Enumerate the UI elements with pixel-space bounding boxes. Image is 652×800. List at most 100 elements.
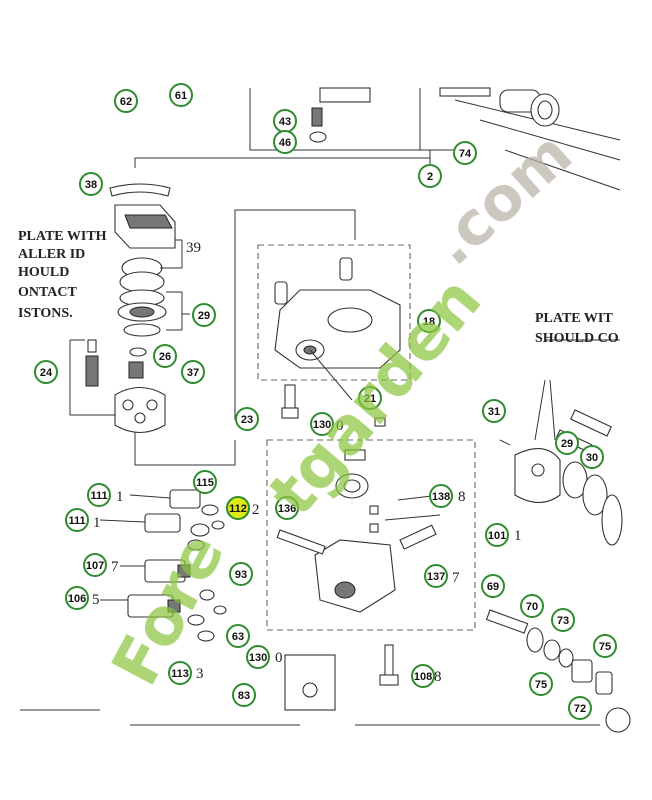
svg-text:62: 62 xyxy=(120,96,132,108)
callout-111-lower[interactable]: 111 xyxy=(65,508,89,532)
callout-75[interactable]: 75 xyxy=(529,672,553,696)
svg-text:18: 18 xyxy=(423,316,435,328)
svg-text:30: 30 xyxy=(586,452,598,464)
top-fragment-parts xyxy=(309,87,560,143)
svg-text:26: 26 xyxy=(159,351,171,363)
plain-label: 0 xyxy=(336,418,344,434)
callout-138[interactable]: 138 xyxy=(429,484,453,508)
svg-text:130: 130 xyxy=(313,419,331,431)
svg-text:43: 43 xyxy=(279,116,291,128)
callout-43[interactable]: 43 xyxy=(273,109,297,133)
svg-text:2: 2 xyxy=(427,171,433,183)
svg-text:69: 69 xyxy=(487,581,499,593)
svg-text:136: 136 xyxy=(278,503,296,515)
left-note-line-1: PLATE WITH xyxy=(18,229,107,244)
cylinder-head-group-box xyxy=(257,244,411,381)
callout-107[interactable]: 107 xyxy=(83,553,107,577)
svg-text:112: 112 xyxy=(229,503,247,515)
plain-label: 5 xyxy=(92,592,100,608)
callout-108[interactable]: 108 xyxy=(411,664,435,688)
svg-text:23: 23 xyxy=(241,414,253,426)
left-valve-parts xyxy=(99,489,227,642)
callout-61[interactable]: 61 xyxy=(169,83,193,107)
callout-18[interactable]: 18 xyxy=(417,309,441,333)
left-piston-assembly xyxy=(69,183,190,434)
valve-housing-group-box xyxy=(266,439,476,631)
plain-label: 2 xyxy=(252,502,260,518)
callout-75-right[interactable]: 75 xyxy=(593,634,617,658)
callouts: 62 61 43 46 74 2 38 29 26 24 37 18 21 23… xyxy=(34,83,617,720)
svg-text:138: 138 xyxy=(432,491,450,503)
callout-111[interactable]: 111 xyxy=(87,483,111,507)
callout-26[interactable]: 26 xyxy=(153,344,177,368)
center-small-parts xyxy=(276,384,441,711)
callout-29-right[interactable]: 29 xyxy=(555,431,579,455)
left-note-line-4: ONTACT xyxy=(18,285,78,300)
svg-text:75: 75 xyxy=(535,679,547,691)
callout-93[interactable]: 93 xyxy=(229,562,253,586)
callout-29[interactable]: 29 xyxy=(192,303,216,327)
svg-text:108: 108 xyxy=(414,671,432,683)
svg-text:72: 72 xyxy=(574,703,586,715)
callout-72[interactable]: 72 xyxy=(568,696,592,720)
svg-text:107: 107 xyxy=(86,560,104,572)
callout-2[interactable]: 2 xyxy=(418,164,442,188)
svg-text:106: 106 xyxy=(68,593,86,605)
callout-30[interactable]: 30 xyxy=(580,445,604,469)
svg-text:46: 46 xyxy=(279,137,291,149)
svg-text:137: 137 xyxy=(427,571,445,583)
callout-101[interactable]: 101 xyxy=(485,523,509,547)
svg-text:31: 31 xyxy=(488,406,500,418)
plain-label: 8 xyxy=(458,489,466,505)
right-note-line-2: SHOULD CO xyxy=(535,331,619,346)
svg-text:75: 75 xyxy=(599,641,611,653)
callout-130-lower[interactable]: 130 xyxy=(246,645,270,669)
callout-136[interactable]: 136 xyxy=(275,496,299,520)
left-note-line-2: ALLER ID xyxy=(18,247,85,262)
svg-text:29: 29 xyxy=(198,310,210,322)
plain-label: 7 xyxy=(452,570,460,586)
svg-text:73: 73 xyxy=(557,615,569,627)
left-note-line-3: HOULD xyxy=(18,265,69,280)
left-note-line-5: ISTONS. xyxy=(18,306,73,321)
svg-text:63: 63 xyxy=(232,631,244,643)
callout-130[interactable]: 130 xyxy=(310,412,334,436)
callout-21[interactable]: 21 xyxy=(358,386,382,410)
callout-83[interactable]: 83 xyxy=(232,683,256,707)
callout-69[interactable]: 69 xyxy=(481,574,505,598)
callout-23[interactable]: 23 xyxy=(235,407,259,431)
svg-text:37: 37 xyxy=(187,367,199,379)
svg-text:74: 74 xyxy=(459,148,472,160)
callout-73[interactable]: 73 xyxy=(551,608,575,632)
plain-label: 39 xyxy=(186,240,201,256)
callout-112-highlighted[interactable]: 112 xyxy=(226,496,250,520)
svg-text:21: 21 xyxy=(364,393,376,405)
plain-label: 7 xyxy=(111,559,119,575)
svg-text:38: 38 xyxy=(85,179,97,191)
svg-text:61: 61 xyxy=(175,90,187,102)
watermark: Fore tgarden .com xyxy=(99,119,586,698)
callout-62[interactable]: 62 xyxy=(114,89,138,113)
callout-137[interactable]: 137 xyxy=(424,564,448,588)
callout-74[interactable]: 74 xyxy=(453,141,477,165)
callout-106[interactable]: 106 xyxy=(65,586,89,610)
svg-text:101: 101 xyxy=(488,530,506,542)
callout-24[interactable]: 24 xyxy=(34,360,58,384)
right-note: PLATE WIT SHOULD CO xyxy=(535,311,619,346)
callout-70[interactable]: 70 xyxy=(520,594,544,618)
callout-63[interactable]: 63 xyxy=(226,624,250,648)
svg-text:29: 29 xyxy=(561,438,573,450)
callout-46[interactable]: 46 xyxy=(273,130,297,154)
callout-38[interactable]: 38 xyxy=(79,172,103,196)
callout-115[interactable]: 115 xyxy=(193,470,217,494)
left-note: PLATE WITH ALLER ID HOULD ONTACT ISTONS. xyxy=(18,229,107,321)
svg-text:83: 83 xyxy=(238,690,250,702)
callout-113[interactable]: 113 xyxy=(168,661,192,685)
svg-text:93: 93 xyxy=(235,569,247,581)
right-pump-parts xyxy=(485,339,631,733)
svg-text:70: 70 xyxy=(526,601,538,613)
callout-31[interactable]: 31 xyxy=(482,399,506,423)
plain-label: 8 xyxy=(434,669,442,685)
callout-37[interactable]: 37 xyxy=(181,360,205,384)
